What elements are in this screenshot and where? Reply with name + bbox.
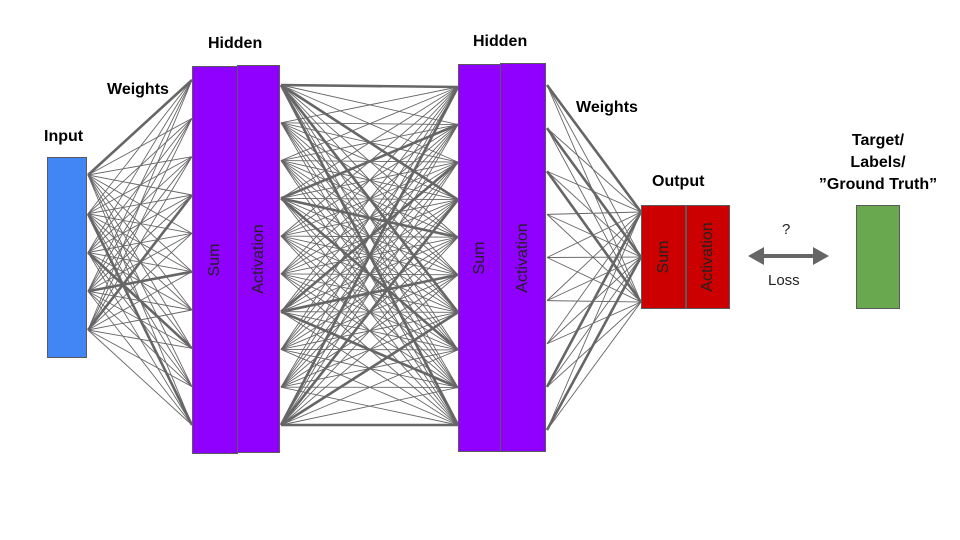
edge-hidden2-output: [545, 211, 643, 388]
edge-hidden2-output: [546, 211, 642, 431]
hidden1-activation-label: Activation: [249, 224, 267, 294]
loss-arrow-head-right: [813, 247, 829, 265]
edge-hidden1-hidden2: [280, 161, 459, 426]
edge-hidden2-output: [546, 256, 642, 258]
edge-hidden1-hidden2: [279, 86, 460, 426]
output-activation-label: Activation: [699, 222, 716, 292]
hidden2-sum-label: Sum: [470, 241, 488, 275]
output-activation-box: Activation: [686, 205, 730, 309]
connection-lines: [86, 79, 643, 431]
question-mark: ?: [782, 221, 791, 238]
edge-hidden2-output: [546, 127, 642, 213]
edge-hidden2-output: [546, 256, 642, 302]
edge-hidden2-output: [545, 84, 643, 213]
edge-input-hidden1: [87, 79, 193, 215]
edge-hidden2-output: [546, 211, 642, 345]
edge-hidden2-output: [546, 211, 642, 258]
edge-input-hidden1: [87, 156, 193, 331]
edge-hidden2-output: [546, 84, 642, 258]
target-label-line3: ”Ground Truth”: [818, 176, 938, 193]
edge-input-hidden1: [87, 118, 193, 331]
target-label: Target/ Labels/ ”Ground Truth”: [800, 130, 956, 196]
edge-hidden2-output: [545, 170, 643, 303]
hidden2-activation-box: Activation: [500, 63, 546, 452]
target-box: [856, 205, 900, 309]
input-label: Input: [44, 128, 84, 145]
weights2-label: Weights: [576, 99, 638, 116]
weights1-label: Weights: [107, 81, 169, 98]
target-label-line2: Labels/: [850, 154, 906, 171]
edge-hidden1-hidden2: [280, 86, 459, 388]
target-label-line1: Target/: [851, 132, 905, 149]
edge-input-hidden1: [87, 233, 193, 331]
edge-input-hidden1: [87, 329, 193, 426]
edge-input-hidden1: [87, 79, 193, 292]
hidden2-sum-box: Sum: [458, 64, 501, 452]
output-sum-label: Sum: [654, 240, 672, 274]
hidden1-label: Hidden: [208, 35, 263, 52]
hidden1-sum-label: Sum: [206, 243, 223, 277]
edge-hidden1-hidden2: [280, 86, 459, 237]
edge-hidden1-hidden2: [280, 387, 459, 426]
edge-hidden2-output: [546, 170, 642, 213]
loss-arrow-head-left: [748, 247, 764, 265]
edge-input-hidden1: [87, 79, 193, 253]
loss-label: Loss: [768, 272, 800, 289]
edge-hidden1-hidden2: [280, 311, 459, 427]
edge-input-hidden1: [87, 79, 193, 176]
output-sum-box: Sum: [641, 205, 686, 309]
edge-hidden2-output: [545, 256, 643, 431]
edge-hidden2-output: [546, 301, 642, 431]
edge-hidden2-output: [546, 301, 642, 345]
input-layer-box: [47, 157, 87, 358]
edge-hidden1-hidden2: [280, 86, 459, 312]
hidden2-label: Hidden: [473, 33, 528, 50]
edge-hidden1-hidden2: [280, 86, 459, 124]
edge-hidden2-output: [546, 213, 642, 258]
edge-hidden1-hidden2: [279, 198, 460, 426]
edge-hidden2-output: [546, 211, 642, 215]
edge-hidden1-hidden2: [280, 124, 459, 426]
edge-hidden1-hidden2: [280, 274, 459, 426]
edge-hidden1-hidden2: [280, 86, 459, 199]
output-label: Output: [652, 173, 705, 190]
hidden1-sum-box: Sum: [192, 66, 238, 454]
edge-input-hidden1: [87, 329, 193, 349]
edge-hidden2-output: [546, 127, 642, 303]
edge-hidden2-output: [546, 257, 642, 303]
edge-input-hidden1: [87, 329, 193, 388]
edge-hidden1-hidden2: [280, 86, 459, 275]
edge-hidden1-hidden2: [280, 349, 459, 426]
edge-hidden2-output: [546, 214, 642, 303]
edge-hidden1-hidden2: [280, 86, 459, 161]
hidden2-activation-label: Activation: [514, 222, 531, 293]
edge-hidden1-hidden2: [280, 86, 459, 350]
edge-hidden1-hidden2: [280, 236, 459, 426]
edge-input-hidden1: [87, 309, 193, 331]
edge-input-hidden1: [87, 79, 193, 331]
edge-input-hidden1: [86, 194, 194, 331]
loss-arrow: [748, 247, 829, 265]
edge-hidden2-output: [545, 127, 643, 258]
edge-input-hidden1: [87, 271, 193, 331]
edge-hidden1-hidden2: [280, 83, 459, 89]
edge-hidden2-output: [546, 211, 642, 301]
hidden1-activation-box: Activation: [237, 65, 280, 453]
